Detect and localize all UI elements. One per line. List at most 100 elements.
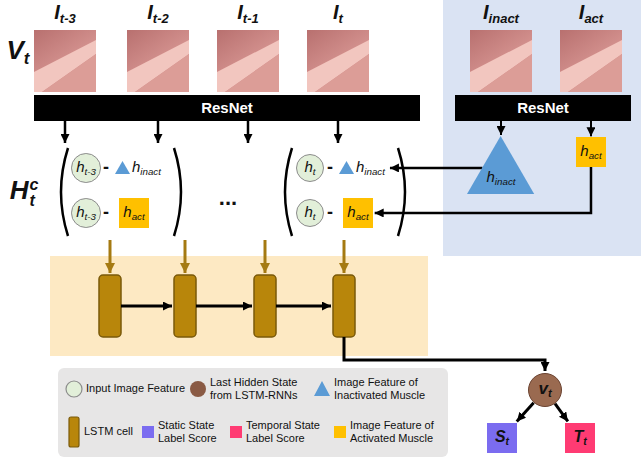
math-base: I <box>333 1 339 23</box>
node-text: ResNet <box>517 100 569 117</box>
math-subscript: t <box>29 192 38 208</box>
muscle-image <box>470 30 532 92</box>
math-subscript: t <box>506 436 509 447</box>
muscle-image <box>560 30 622 92</box>
lstm-cell <box>174 275 196 337</box>
math-subscript: act <box>584 11 603 26</box>
node-text: Iinact <box>483 1 519 26</box>
math-index: tc <box>29 176 38 208</box>
node-text: Iact <box>579 1 603 26</box>
input-arrow <box>264 240 267 273</box>
node-text: hact <box>580 143 601 162</box>
inactivated-feature: hinact <box>338 159 388 178</box>
bracket <box>61 148 68 236</box>
input-panel: IinactIactResNethinacthact <box>443 0 641 256</box>
math-superscript: c <box>29 176 38 192</box>
math-subscript: act <box>356 211 369 222</box>
math-base: h <box>132 158 140 175</box>
bracket <box>398 148 405 236</box>
math-base: I <box>237 1 243 23</box>
math-subscript: t-1 <box>243 11 259 26</box>
math-subscript: t <box>548 388 552 400</box>
legend-entry <box>230 426 242 438</box>
connector-arrow <box>555 404 568 422</box>
legend-entry <box>142 426 154 438</box>
legend-swatch <box>66 381 82 397</box>
muscle-image <box>34 30 96 92</box>
math-subscript: act <box>132 211 145 222</box>
math-subscript: inact <box>489 11 519 26</box>
hidden-state-circle: vt <box>528 373 562 407</box>
activated-feature: hact <box>119 198 148 227</box>
input-arrow <box>184 240 187 273</box>
math-subscript: t <box>583 436 586 447</box>
legend-swatch <box>142 426 154 438</box>
math-base: S <box>495 428 506 445</box>
node-text: ht <box>304 159 315 178</box>
feature-circle: ht-3 <box>71 198 101 228</box>
legend-box <box>58 368 448 457</box>
frame-label: It <box>333 1 343 26</box>
math-base: I <box>54 1 60 23</box>
sequence-symbol: Vt <box>7 36 30 69</box>
minus-sign: - <box>327 158 333 178</box>
math-subscript: t <box>313 166 316 177</box>
minus-sign: - <box>103 203 109 223</box>
input-arrow <box>343 240 346 273</box>
triangle-shape <box>115 161 130 174</box>
math-base: V <box>7 35 24 65</box>
feature-arrow <box>337 121 340 143</box>
math-base: T <box>573 428 583 445</box>
math-base: v <box>538 379 547 398</box>
frame-label: It-2 <box>147 1 168 26</box>
node-text: hact <box>123 204 144 223</box>
math-subscript: act <box>589 150 602 161</box>
math-base: h <box>580 142 588 159</box>
node-text: ht <box>304 204 315 223</box>
triangle-shape <box>467 136 534 194</box>
math-base: h <box>304 158 312 175</box>
node-text: ht-3 <box>76 204 96 223</box>
legend-entry <box>314 381 330 396</box>
legend-swatch <box>69 417 79 447</box>
node-text: ResNet <box>201 100 253 117</box>
math-base: I <box>147 1 153 23</box>
math-subscript: t-3 <box>60 11 76 26</box>
math-subscript: t <box>339 11 343 26</box>
legend-swatch <box>314 381 330 396</box>
hidden-state-wire <box>344 337 545 371</box>
bracket <box>285 148 292 236</box>
legend-swatch <box>230 426 242 438</box>
math-base: h <box>487 167 495 184</box>
triangle-symbol <box>115 161 130 174</box>
legend-text: Image Feature of Activated Muscle <box>350 419 442 445</box>
node-text: hinact <box>487 168 516 187</box>
math-base: h <box>76 203 84 220</box>
node-text: Tt <box>573 428 586 448</box>
temporal-score-box: Tt <box>565 423 595 453</box>
node-text: hact <box>347 204 368 223</box>
legend-entry <box>190 381 206 397</box>
math-base: h <box>123 203 131 220</box>
minus-sign: - <box>103 158 109 178</box>
math-base: h <box>304 203 312 220</box>
legend-text: LSTM cell <box>84 425 133 438</box>
resnet-bar: ResNet <box>34 95 420 121</box>
legend-swatch <box>190 381 206 397</box>
bracket <box>174 148 181 236</box>
math-subscript: t <box>24 49 30 68</box>
lstm-cell <box>333 275 355 337</box>
muscle-image <box>217 30 279 92</box>
legend-text: Image Feature of Inactivated Muscle <box>334 376 434 402</box>
math-subscript: t-3 <box>84 211 95 222</box>
legend-entry <box>334 426 346 438</box>
legend-entry <box>69 417 79 447</box>
legend-text: Static State Label Score <box>158 419 224 445</box>
connector-arrow <box>500 121 502 135</box>
math-subscript: t-2 <box>153 11 169 26</box>
connector-arrow <box>517 403 534 422</box>
activated-feature: hact <box>576 137 605 166</box>
legend-swatch <box>334 426 346 438</box>
feature-circle: ht <box>296 199 324 227</box>
legend-text: Temporal State Label Score <box>246 419 328 445</box>
